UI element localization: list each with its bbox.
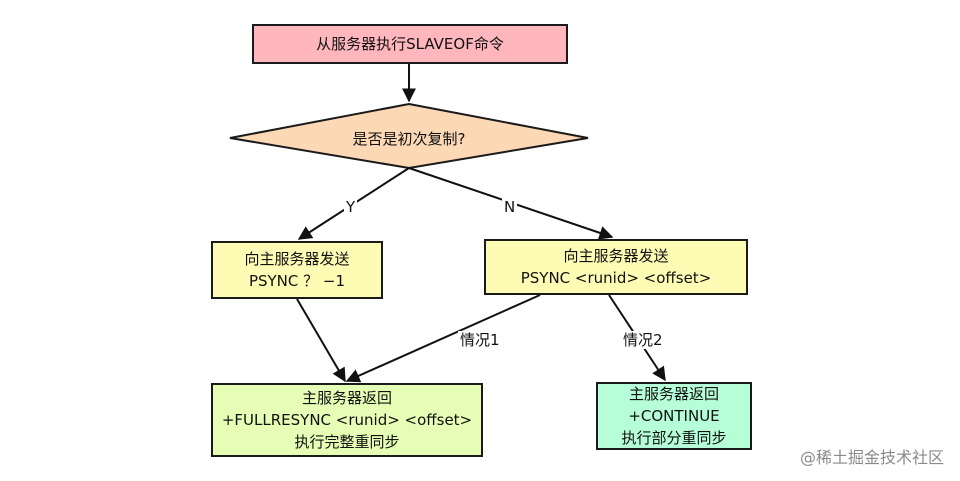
edge-label-no: N bbox=[502, 198, 518, 216]
watermark: @稀土掘金技术社区 bbox=[799, 448, 944, 467]
send-psync-partial-line1: 向主服务器发送 bbox=[563, 247, 669, 265]
fullresync-line1: 主服务器返回 bbox=[301, 389, 392, 407]
continue-line3: 执行部分重同步 bbox=[621, 429, 727, 447]
send-psync-full-line1: 向主服务器发送 bbox=[244, 250, 350, 268]
edge-right-to-fullresync bbox=[345, 294, 541, 383]
continue-node: 主服务器返回 +CONTINUE 执行部分重同步 bbox=[596, 382, 752, 450]
start-node: 从服务器执行SLAVEOF命令 bbox=[252, 24, 568, 64]
send-psync-full-line2: PSYNC ？ −1 bbox=[248, 272, 346, 290]
send-psync-partial-line2: PSYNC <runid> <offset> bbox=[520, 269, 712, 287]
edge-label-case2: 情况2 bbox=[621, 331, 665, 349]
send-psync-partial-node: 向主服务器发送 PSYNC <runid> <offset> bbox=[484, 239, 748, 295]
edge-label-yes: Y bbox=[344, 198, 358, 216]
fullresync-line3: 执行完整重同步 bbox=[294, 433, 400, 451]
continue-line1: 主服务器返回 bbox=[628, 385, 719, 403]
fullresync-line2: +FULLRESYNC <runid> <offset> bbox=[221, 411, 473, 429]
start-node-text: 从服务器执行SLAVEOF命令 bbox=[316, 35, 504, 53]
edge-left-to-fullresync bbox=[296, 298, 346, 383]
send-psync-full-node: 向主服务器发送 PSYNC ？ −1 bbox=[211, 241, 383, 299]
edge-label-case1: 情况1 bbox=[458, 331, 502, 349]
decision-node-text: 是否是初次复制? bbox=[352, 129, 466, 148]
continue-line2: +CONTINUE bbox=[628, 407, 720, 425]
fullresync-node: 主服务器返回 +FULLRESYNC <runid> <offset> 执行完整… bbox=[211, 383, 483, 457]
